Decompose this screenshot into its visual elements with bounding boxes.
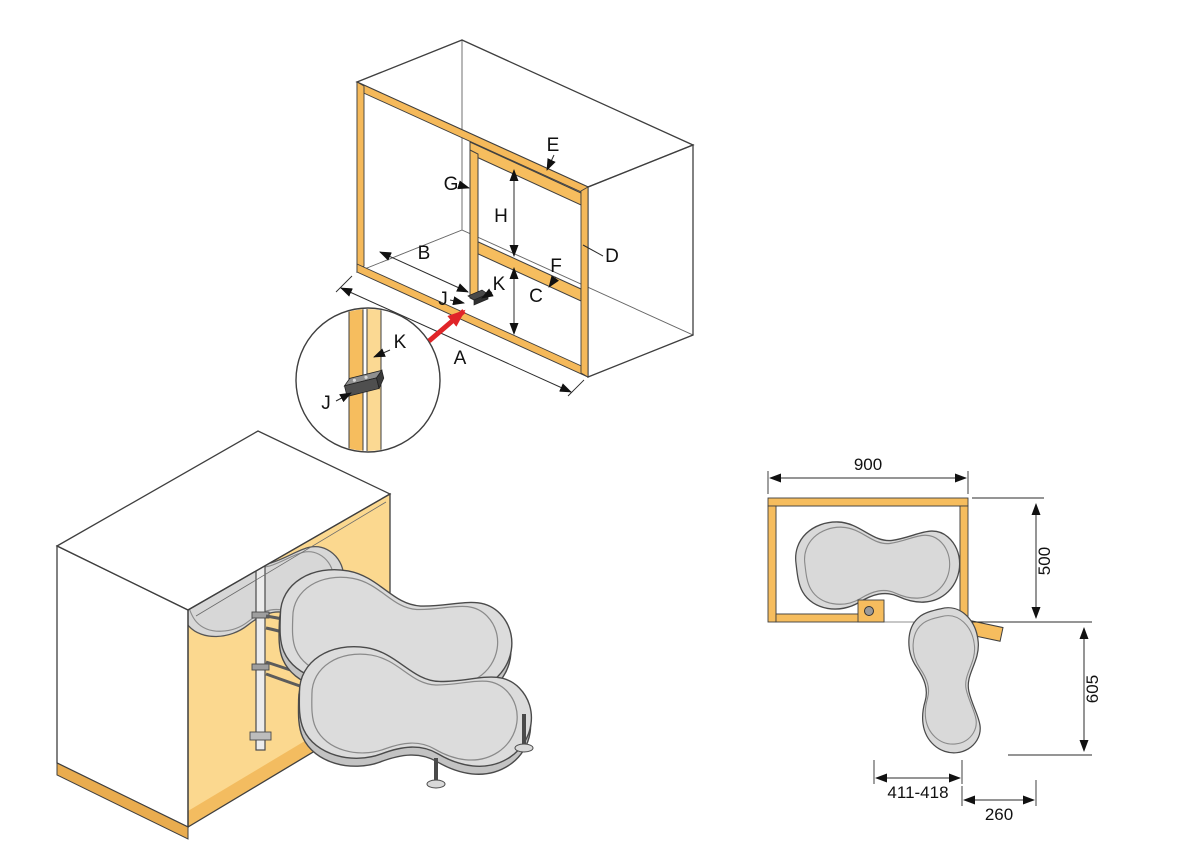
plan-wall-right bbox=[959, 505, 969, 623]
top-board-thickness-line bbox=[195, 501, 387, 617]
plan-dim-label-411-418: 411-418 bbox=[887, 783, 948, 802]
detail-pointer-arrow-icon bbox=[427, 309, 466, 343]
tray-foot-2 bbox=[514, 714, 534, 753]
pole-collar-lower bbox=[251, 663, 270, 671]
tray-foot-1 bbox=[426, 758, 446, 789]
carcass-diagram: A B H C E F G bbox=[335, 39, 695, 397]
plan-dim-label-260: 260 bbox=[985, 805, 1013, 824]
plan-dim-900: 900 bbox=[767, 455, 969, 494]
plan-dim-605: 605 bbox=[1008, 627, 1102, 756]
label-j: J bbox=[438, 289, 465, 310]
vertical-divider bbox=[469, 149, 479, 303]
plan-view: 900 500 605 411-418 260 bbox=[767, 455, 1102, 824]
carcass-right-face bbox=[587, 144, 694, 378]
label-d: D bbox=[582, 244, 619, 267]
dimension-c: C bbox=[509, 267, 543, 335]
plan-dim-260: 260 bbox=[961, 780, 1037, 824]
detail-content bbox=[343, 309, 385, 451]
dim-label-a: A bbox=[454, 348, 467, 369]
label-g: G bbox=[444, 174, 470, 195]
dimension-a: A bbox=[335, 275, 585, 397]
plan-dim-label-605: 605 bbox=[1083, 675, 1102, 703]
front-edge-left bbox=[356, 81, 365, 273]
cabinet-plinth bbox=[56, 762, 189, 840]
svg-text:J: J bbox=[438, 289, 448, 310]
plan-dim-label-900: 900 bbox=[854, 455, 882, 474]
plan-dim-411-418: 411-418 bbox=[873, 760, 963, 802]
plan-dim-500: 500 bbox=[972, 497, 1092, 623]
plan-wall-top bbox=[767, 497, 969, 507]
label-e: E bbox=[546, 135, 560, 171]
plan-wall-left bbox=[767, 505, 777, 623]
svg-text:K: K bbox=[394, 332, 407, 353]
pivot-pole bbox=[255, 539, 266, 751]
label-k: K bbox=[481, 274, 506, 299]
pole-bracket-bottom bbox=[249, 731, 272, 741]
svg-text:G: G bbox=[444, 174, 459, 195]
detail-callout: K J bbox=[295, 307, 441, 453]
plan-tray-inside bbox=[793, 516, 962, 612]
label-f: F bbox=[548, 256, 562, 288]
hinge-fitting bbox=[343, 369, 385, 397]
mid-rail bbox=[473, 239, 582, 302]
svg-text:K: K bbox=[493, 274, 506, 295]
dim-label-h: H bbox=[494, 206, 508, 227]
svg-text:F: F bbox=[550, 256, 562, 277]
plan-dim-label-500: 500 bbox=[1035, 547, 1054, 575]
pole-bracket-top bbox=[249, 555, 272, 564]
pullout-cabinet-diagram bbox=[55, 430, 538, 840]
carcass-left-inner-wall bbox=[356, 39, 463, 273]
dimension-h: H bbox=[494, 169, 519, 257]
dim-label-b: B bbox=[418, 243, 431, 264]
svg-text:D: D bbox=[605, 246, 619, 267]
detail-label-k: K bbox=[373, 332, 407, 358]
dim-label-c: C bbox=[529, 286, 543, 307]
svg-text:J: J bbox=[321, 393, 331, 414]
plan-pivot-pin bbox=[864, 606, 874, 616]
front-edge-right bbox=[580, 186, 589, 378]
svg-text:E: E bbox=[547, 135, 560, 156]
top-rail bbox=[469, 141, 582, 206]
detail-label-j: J bbox=[321, 392, 352, 414]
dimension-b: B bbox=[379, 243, 469, 293]
